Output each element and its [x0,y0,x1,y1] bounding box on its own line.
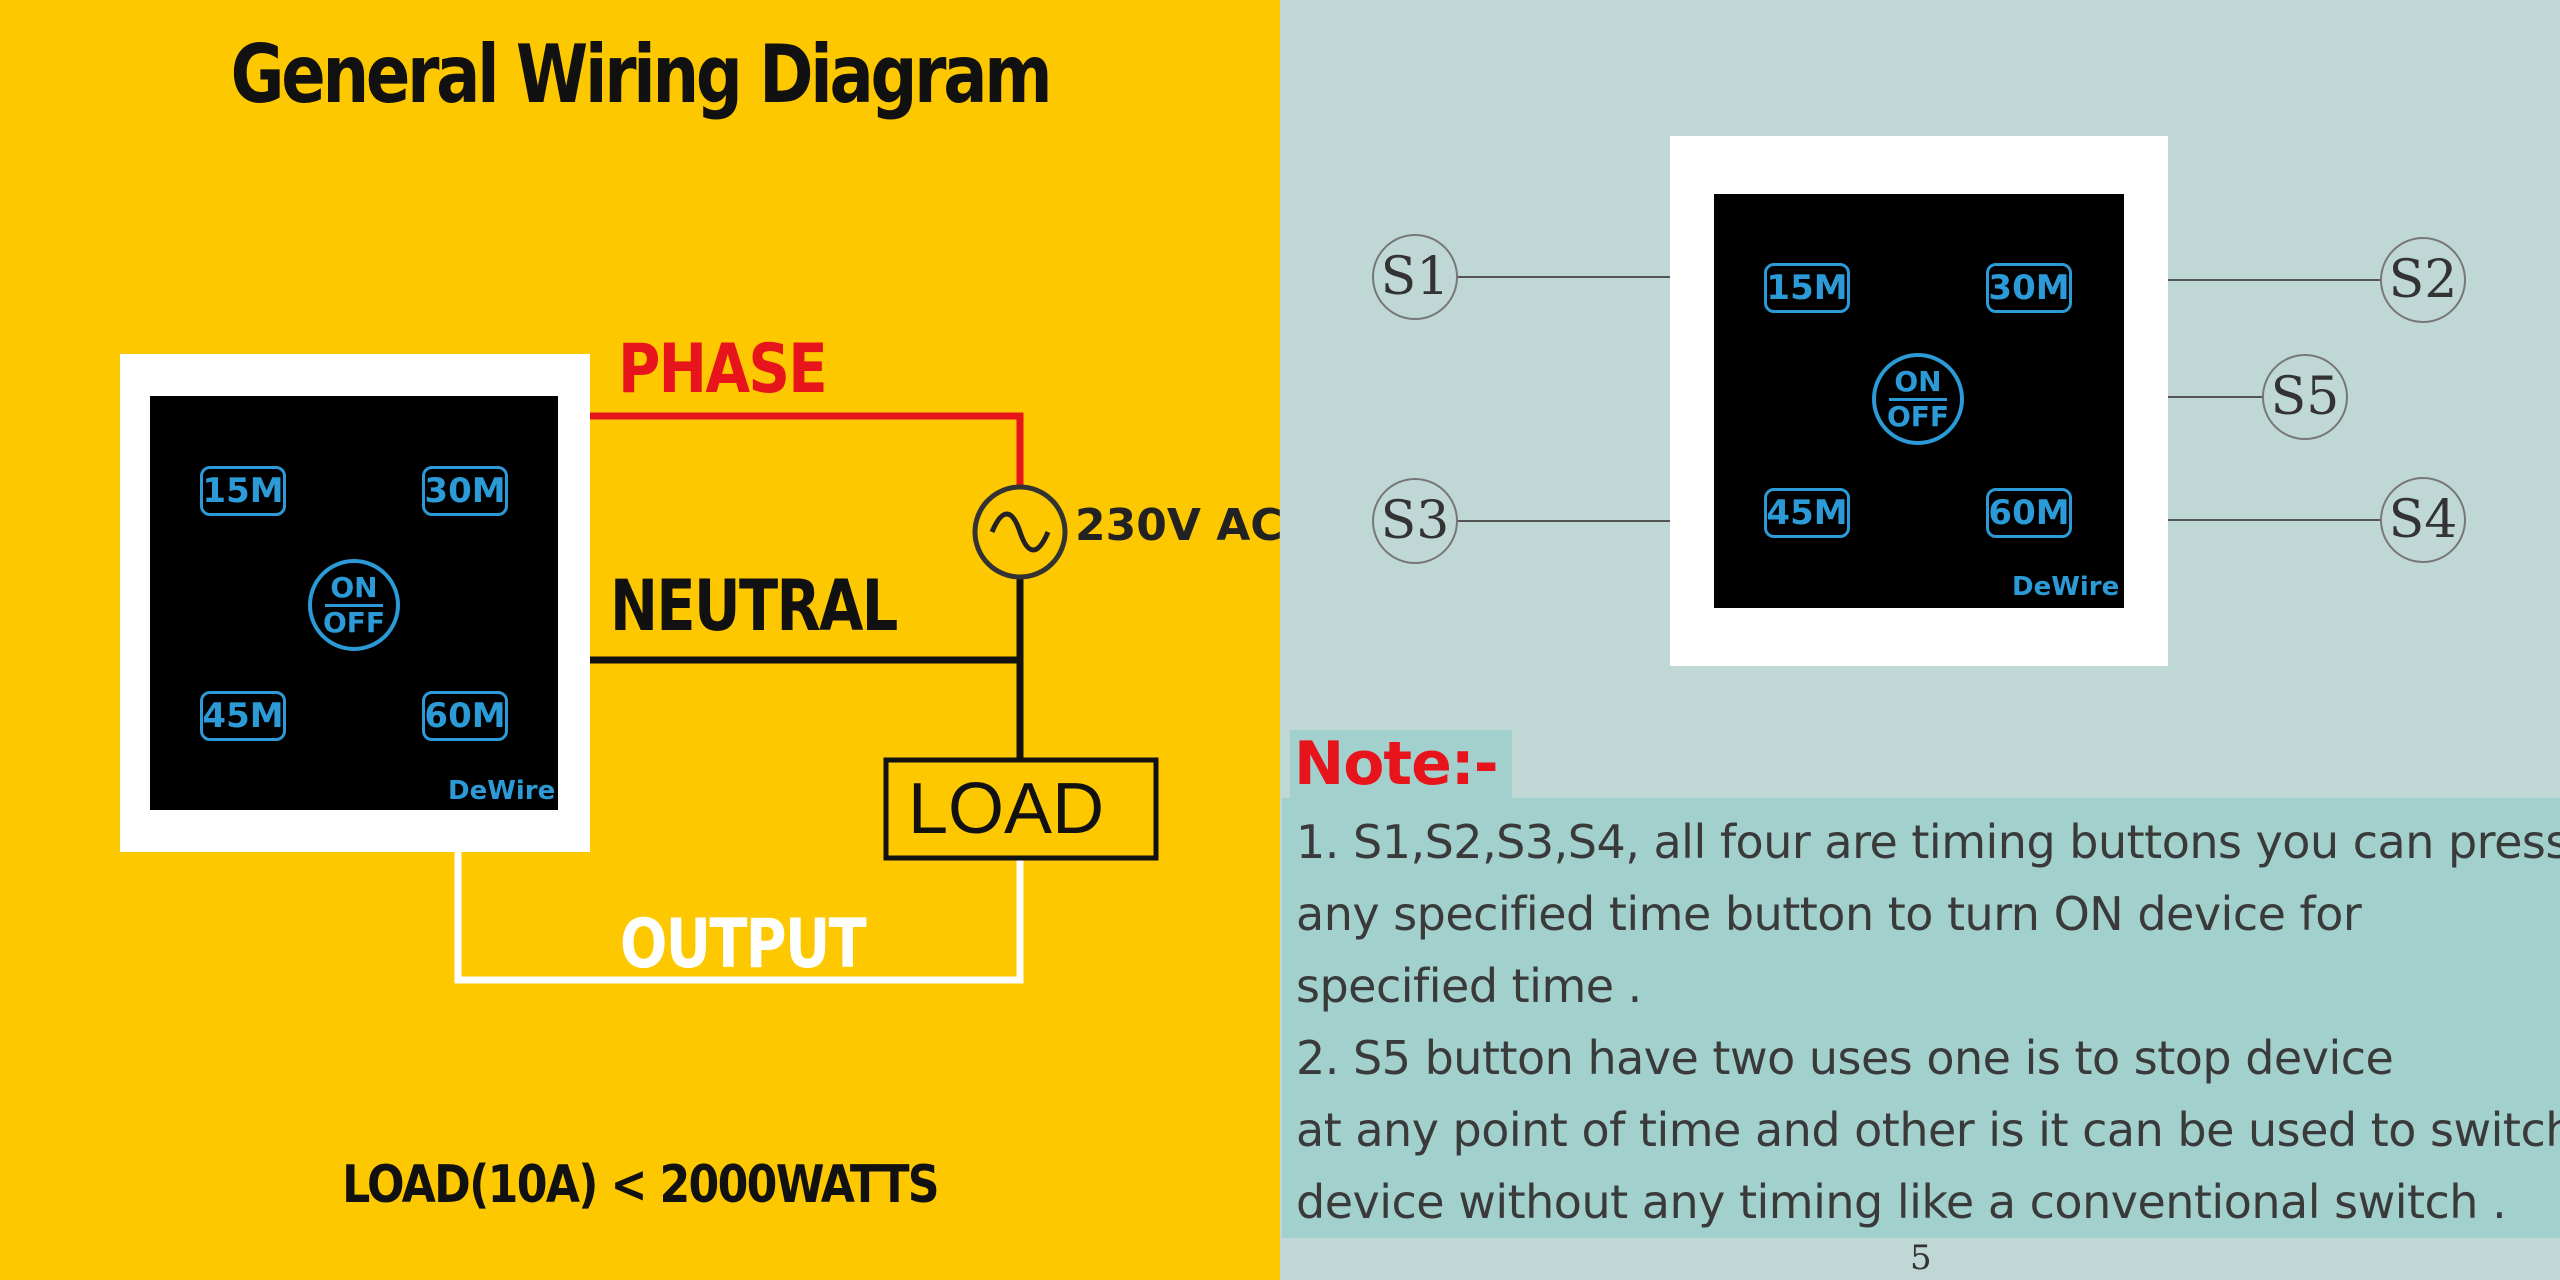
output-wire [454,850,1024,984]
button-30m-right[interactable]: 30M [1986,263,2072,313]
button-45m-right[interactable]: 45M [1764,488,1850,538]
load-box [883,757,1159,861]
callout-s2: S2 [2380,237,2466,323]
note-line-1: 1. S1,S2,S3,S4, all four are timing butt… [1296,815,2560,869]
on-off-divider [325,603,383,607]
callout-s4: S4 [2380,477,2466,563]
note-line-3: specified time . [1296,959,1642,1013]
button-60m-left[interactable]: 60M [422,691,508,741]
brand-logo-right: DeWire [2012,572,2120,602]
note-box [1282,798,2560,1238]
button-60m-right[interactable]: 60M [1986,488,2072,538]
page-title: General Wiring Diagram [230,28,1053,121]
note-line-6: device without any timing like a convent… [1296,1175,2507,1229]
supply-voltage-label: 230V AC [1075,500,1283,551]
note-line-5: at any point of time and other is it can… [1296,1103,2560,1157]
neutral-label: NEUTRAL [610,565,898,647]
on-off-button-right[interactable]: ON OFF [1872,353,1964,445]
on-text: ON [330,570,378,604]
on-off-divider [1889,397,1947,401]
button-15m-left[interactable]: 15M [200,466,286,516]
note-title: Note:- [1290,730,1512,798]
output-label: OUTPUT [620,905,867,984]
note-line-2: any specified time button to turn ON dev… [1296,887,2362,941]
load-rating: LOAD(10A) < 2000WATTS [342,1155,940,1215]
on-text: ON [1894,364,1942,398]
load-label: LOAD [908,769,1105,849]
button-45m-left[interactable]: 45M [200,691,286,741]
callout-s5: S5 [2262,354,2348,440]
phase-label: PHASE [618,330,828,409]
callout-s1: S1 [1372,234,1458,320]
on-off-button-left[interactable]: ON OFF [308,559,400,651]
page-number: 5 [1910,1238,1932,1278]
callout-s3: S3 [1372,478,1458,564]
phase-wire [590,412,1024,490]
note-line-4: 2. S5 button have two uses one is to sto… [1296,1031,2394,1085]
button-30m-left[interactable]: 30M [422,466,508,516]
button-15m-right[interactable]: 15M [1764,263,1850,313]
ac-sine-icon [989,511,1051,553]
brand-logo-left: DeWire [448,776,556,806]
off-text: OFF [322,605,386,639]
off-text: OFF [1886,399,1950,433]
